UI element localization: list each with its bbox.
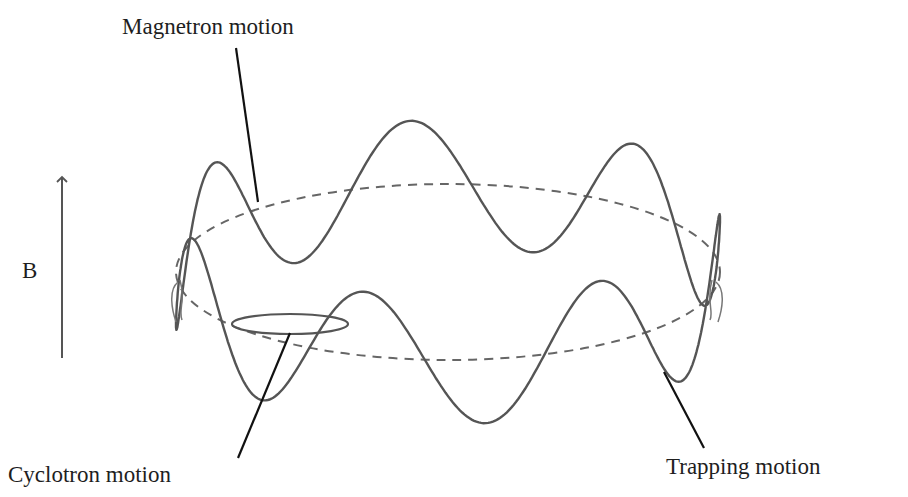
- leader-line: [238, 333, 290, 458]
- leader-line: [664, 372, 704, 448]
- axis-label: B: [22, 258, 37, 283]
- callout-label: Cyclotron motion: [8, 462, 171, 487]
- callout-label: Magnetron motion: [122, 14, 294, 39]
- trapping-wave: [176, 121, 720, 423]
- cyclotron-loop: [232, 314, 348, 334]
- field-arrow: [61, 177, 63, 358]
- magnetron-orbit: [176, 184, 720, 360]
- leader-line: [236, 48, 258, 202]
- callout-label: Trapping motion: [666, 454, 820, 479]
